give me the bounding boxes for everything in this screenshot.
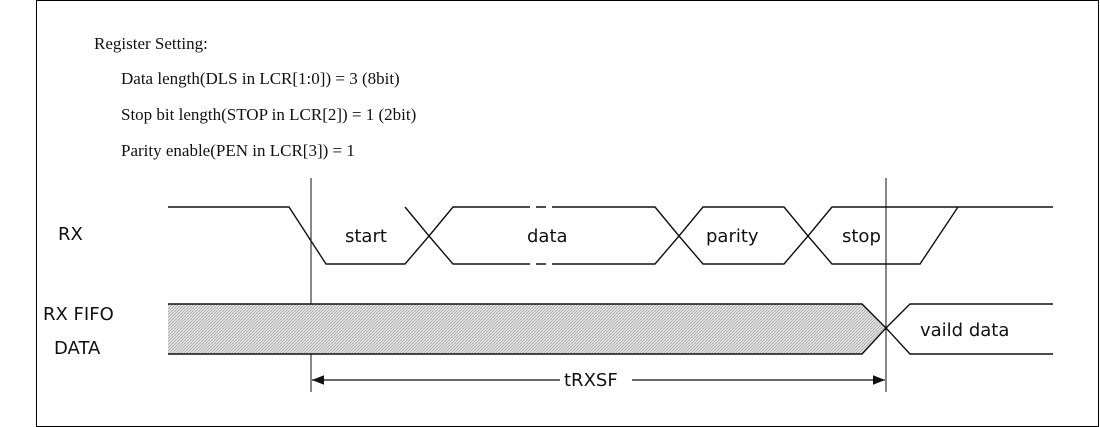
rx-waveform bbox=[168, 206, 1053, 265]
trxsf-label: tRXSF bbox=[564, 370, 618, 391]
rx-fifo-waveform bbox=[168, 303, 1053, 355]
rx-segment-start: start bbox=[345, 226, 387, 247]
fifo-invalid-region bbox=[168, 304, 886, 354]
register-line-data-length: Data length(DLS in LCR[1:0]) = 3 (8bit) bbox=[121, 69, 400, 88]
diagram-frame bbox=[36, 0, 1099, 427]
fifo-valid-data-label: vaild data bbox=[920, 320, 1009, 341]
register-setting-heading: Register Setting: bbox=[94, 34, 208, 53]
rx-segment-parity: parity bbox=[706, 226, 759, 247]
rx-fifo-label-line2: DATA bbox=[54, 338, 101, 359]
rx-segment-data: data bbox=[527, 226, 568, 247]
register-line-stop-bit: Stop bit length(STOP in LCR[2]) = 1 (2bi… bbox=[121, 105, 416, 124]
rx-signal-label: RX bbox=[58, 224, 83, 245]
register-line-parity: Parity enable(PEN in LCR[3]) = 1 bbox=[121, 141, 355, 160]
rx-fifo-label-line1: RX FIFO bbox=[43, 304, 114, 325]
rx-segment-stop: stop bbox=[842, 226, 881, 247]
